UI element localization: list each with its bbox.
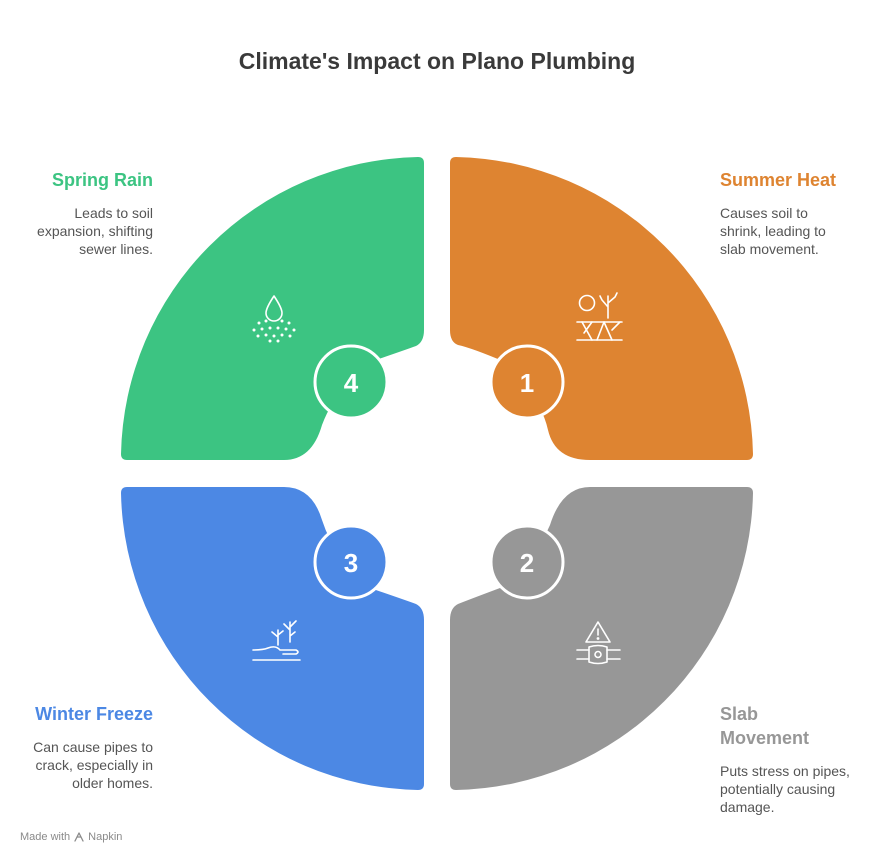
segment-spring-rain [121, 157, 424, 460]
napkin-logo-icon [74, 832, 84, 842]
label-summer-heat: Summer Heat [720, 170, 837, 190]
description-summer-heat: Causes soil to shrink, leading to slab m… [720, 205, 826, 257]
segment-summer-heat [450, 157, 753, 460]
number-1: 1 [520, 368, 534, 398]
footer-attribution: Made with Napkin [20, 831, 122, 843]
cracked-soil-sun-icon [576, 292, 623, 341]
description-winter-freeze: Can cause pipes to crack, especially in … [33, 739, 153, 791]
number-badge-1: 1 [489, 344, 565, 420]
number-badge-3: 3 [313, 524, 389, 600]
page-title: Climate's Impact on Plano Plumbing [238, 48, 636, 74]
napkin-brand-text: Napkin [88, 831, 123, 843]
pipe-warning-icon [576, 621, 621, 665]
rain-drop-icon [252, 295, 296, 343]
number-2: 2 [520, 548, 534, 578]
description-slab-movement: Puts stress on pipes, potentially causin… [720, 763, 850, 815]
label-slab-movement: Slab Movement [720, 704, 810, 748]
number-4: 4 [344, 368, 359, 398]
number-badge-2: 2 [489, 524, 565, 600]
description-spring-rain: Leads to soil expansion, shifting sewer … [37, 205, 153, 257]
label-spring-rain: Spring Rain [51, 170, 153, 190]
number-3: 3 [344, 548, 358, 578]
made-with-text: Made with [20, 831, 71, 843]
segment-winter-freeze [121, 487, 424, 790]
label-winter-freeze: Winter Freeze [35, 704, 153, 724]
segment-slab-movement [450, 487, 753, 790]
number-badge-4: 4 [313, 344, 389, 420]
frozen-plant-icon [252, 620, 301, 661]
